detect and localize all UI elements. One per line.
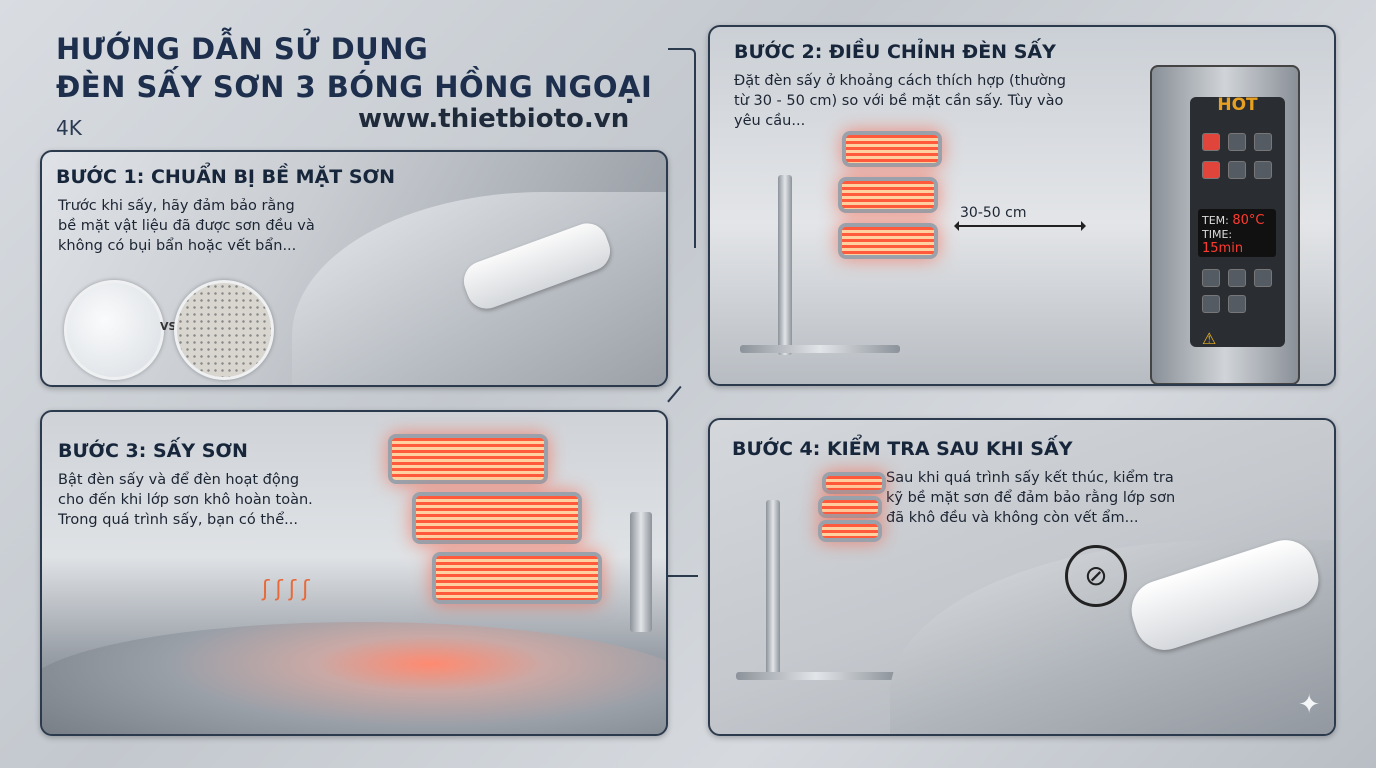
step-2-text: Đặt đèn sấy ở khoảng cách thích hợp (thư… (734, 71, 1066, 131)
infrared-lamp-bulb (818, 496, 882, 518)
temp-label: TEM: (1202, 214, 1229, 227)
text-line: Trước khi sấy, hãy đảm bảo rằng (58, 198, 295, 214)
infrared-lamp-bulb (412, 492, 582, 544)
step-4-text: Sau khi quá trình sấy kết thúc, kiểm tra… (886, 468, 1175, 528)
time-label: TIME: (1202, 228, 1233, 241)
step-1-text: Trước khi sấy, hãy đảm bảo rằng bề mặt v… (58, 196, 315, 256)
step-1-panel: BƯỚC 1: CHUẨN BỊ BỀ MẶT SƠN Trước khi sấ… (40, 150, 668, 387)
down-button[interactable] (1202, 295, 1220, 313)
vs-label: VS (160, 320, 177, 333)
text-line: Bật đèn sấy và để đèn hoạt động (58, 472, 300, 488)
step-2-title: BƯỚC 2: ĐIỀU CHỈNH ĐÈN SẤY (734, 41, 1056, 63)
power-button[interactable] (1202, 133, 1220, 151)
step-3-text: Bật đèn sấy và để đèn hoạt động cho đến … (58, 470, 313, 530)
setting-button[interactable] (1254, 161, 1272, 179)
display-screen: TEM: 80°C TIME: 15min (1198, 209, 1276, 257)
distance-label: 30-50 cm (960, 205, 1027, 221)
connector-arrow-1-2 (668, 48, 696, 248)
up-button[interactable] (1254, 269, 1272, 287)
distance-arrow-icon (954, 221, 1086, 231)
up-button[interactable] (1202, 269, 1220, 287)
text-line: không có bụi bẩn hoặc vết bẩn... (58, 238, 297, 254)
mode-button[interactable] (1228, 133, 1246, 151)
sparkle-icon: ✦ (1298, 690, 1320, 720)
step-4-title: BƯỚC 4: KIỂM TRA SAU KHI SẤY (732, 438, 1073, 460)
lamp-stand-base (736, 672, 896, 680)
down-button[interactable] (1228, 295, 1246, 313)
infrared-lamp-bulb (838, 223, 938, 259)
title-line-2: ĐÈN SẤY SƠN 3 BÓNG HỒNG NGOẠI (56, 70, 653, 104)
infrared-lamp-bulb (388, 434, 548, 484)
text-line: kỹ bề mặt sơn để đảm bảo rằng lớp sơn (886, 490, 1176, 506)
resolution-label: 4K (56, 116, 82, 140)
warning-icon: ⚠ (1202, 329, 1217, 348)
text-line: yêu cầu... (734, 113, 806, 129)
infrared-lamp-bulb (822, 472, 886, 494)
step-2-panel: BƯỚC 2: ĐIỀU CHỈNH ĐÈN SẤY Đặt đèn sấy ở… (708, 25, 1336, 386)
no-fingerprint-icon: ⊘ (1065, 545, 1127, 607)
lamp-stand-pole (766, 500, 780, 680)
fan-button[interactable] (1228, 161, 1246, 179)
text-line: Trong quá trình sấy, bạn có thể... (58, 512, 299, 528)
control-box: HOT TEM: 80°C TIME: 15min ⚠ (1150, 65, 1300, 384)
step-3-panel: BƯỚC 3: SẤY SƠN Bật đèn sấy và để đèn ho… (40, 410, 668, 736)
step-3-title: BƯỚC 3: SẤY SƠN (58, 440, 248, 462)
step-4-panel: BƯỚC 4: KIỂM TRA SAU KHI SẤY Sau khi quá… (708, 418, 1336, 736)
lamp-stand-base (740, 345, 900, 353)
infrared-lamp-bulb (818, 520, 882, 542)
connector-arrow-2-3 (667, 385, 691, 411)
timer-button[interactable] (1254, 133, 1272, 151)
temp-value: 80°C (1232, 213, 1265, 228)
infrared-lamp-bulb (432, 552, 602, 604)
control-panel: HOT TEM: 80°C TIME: 15min ⚠ (1190, 95, 1285, 348)
dusty-surface-swatch (174, 280, 274, 380)
lamp-stand-pole (630, 512, 652, 632)
infrared-lamp-bulb (838, 177, 938, 213)
website-label: www.thietbioto.vn (358, 104, 630, 134)
text-line: bề mặt vật liệu đã được sơn đều và (58, 218, 315, 234)
text-line: từ 30 - 50 cm) so với bề mặt cần sấy. Tù… (734, 93, 1064, 109)
lamp-stand-pole (778, 175, 792, 355)
clean-surface-swatch (64, 280, 164, 380)
page-title: HƯỚNG DẪN SỬ DỤNG ĐÈN SẤY SƠN 3 BÓNG HỒN… (56, 30, 652, 106)
title-line-1: HƯỚNG DẪN SỬ DỤNG (56, 32, 429, 66)
select-button[interactable] (1228, 269, 1246, 287)
heat-wave-icon: ʃʃʃʃ (262, 577, 316, 602)
car-hood-illustration (42, 622, 666, 734)
hot-button[interactable] (1202, 161, 1220, 179)
connector-arrow-3-4 (668, 575, 698, 577)
infrared-lamp-bulb (842, 131, 942, 167)
step-1-title: BƯỚC 1: CHUẨN BỊ BỀ MẶT SƠN (56, 166, 396, 188)
text-line: Đặt đèn sấy ở khoảng cách thích hợp (thư… (734, 73, 1066, 89)
text-line: đã khô đều và không còn vết ẩm... (886, 510, 1139, 526)
text-line: Sau khi quá trình sấy kết thúc, kiểm tra (886, 470, 1174, 486)
text-line: cho đến khi lớp sơn khô hoàn toàn. (58, 492, 313, 508)
time-value: 15min (1202, 241, 1244, 256)
hot-label: HOT (1217, 95, 1258, 115)
